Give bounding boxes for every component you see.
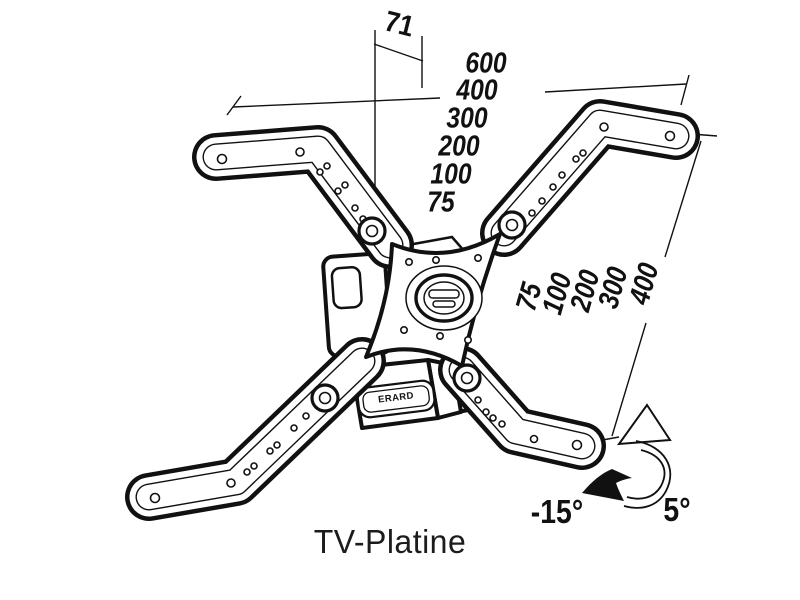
offset-dim-connector [373, 43, 424, 62]
diagram-caption: TV-Platine [313, 523, 467, 560]
width-dim-tick-right [680, 74, 690, 106]
arm-pivots [310, 210, 527, 413]
arm-bottom-left [125, 337, 386, 521]
width-dim-line-left [232, 97, 441, 108]
tilt-angle-negative: -15° [530, 493, 584, 530]
rotation-arrow-icon [582, 403, 672, 509]
vesa-holes [149, 122, 676, 504]
wall-bracket-slot [330, 266, 363, 310]
tilt-angle-positive: 5° [663, 491, 691, 528]
center-knob [405, 265, 483, 331]
tilt-down-arrow-icon [582, 469, 632, 501]
brand-badge-inner [362, 385, 430, 413]
mounting-arms [125, 99, 700, 521]
arm-top-left [192, 125, 414, 269]
width-dim-tick-left [226, 95, 242, 116]
dim-label-width-600: 600 [465, 47, 507, 80]
tilt-arc-outer [623, 440, 672, 509]
arm-bottom-right [438, 346, 606, 470]
dim-label-width-200: 200 [438, 130, 480, 163]
height-dim-line-upper [664, 140, 702, 258]
arm-top-right [480, 99, 700, 257]
dim-label-width-100: 100 [430, 158, 472, 191]
hub-screw-holes [399, 254, 482, 344]
brand-badge [356, 379, 436, 419]
tilt-arc-inner [626, 449, 666, 500]
dim-label-width-400: 400 [456, 74, 498, 107]
width-dim-line-right [544, 83, 687, 93]
tilt-up-arrowhead [616, 403, 672, 446]
dim-label-width-75: 75 [427, 186, 455, 219]
dim-label-width-300: 300 [446, 102, 488, 135]
height-dim-line-lower [611, 322, 647, 437]
